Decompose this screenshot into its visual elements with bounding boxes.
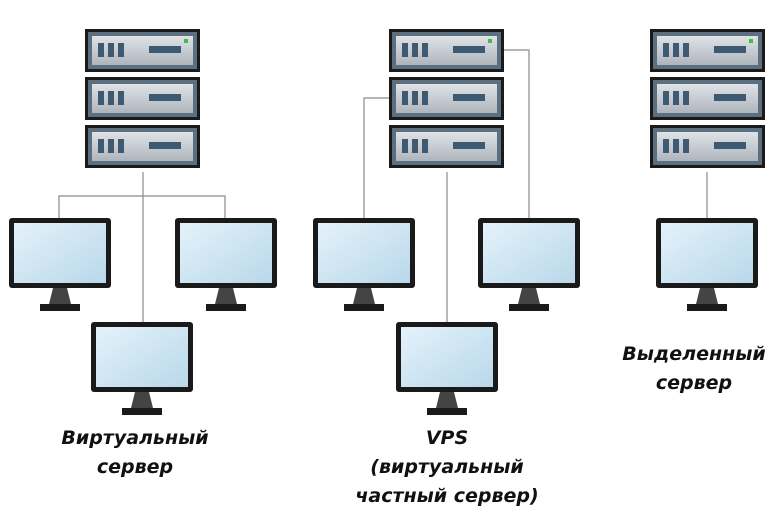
- rack-unit: [85, 77, 200, 120]
- group-dedicated-server: [650, 29, 765, 311]
- monitor-icon: [656, 218, 758, 311]
- caption-vps: VPS (виртуальный частный сервер): [327, 424, 567, 511]
- rack-unit: [85, 29, 200, 72]
- server-rack: [85, 29, 200, 168]
- monitor-icon: [396, 322, 498, 415]
- monitor-icon: [313, 218, 415, 311]
- group-vps: [313, 29, 580, 415]
- rack-unit: [85, 125, 200, 168]
- server-rack: [650, 29, 765, 168]
- rack-unit: [650, 125, 765, 168]
- caption-dedicated-server: Выделенный сервер: [608, 340, 780, 398]
- status-led-icon: [488, 39, 492, 43]
- caption-line: сервер: [96, 456, 174, 478]
- caption-line: сервер: [655, 372, 733, 394]
- rack-unit: [650, 29, 765, 72]
- caption-virtual-server: Виртуальный сервер: [40, 424, 230, 482]
- rack-unit: [650, 77, 765, 120]
- server-rack: [389, 29, 504, 168]
- caption-line: VPS: [425, 427, 469, 449]
- group-virtual-server: [9, 29, 277, 415]
- caption-line: Выделенный: [622, 343, 766, 365]
- monitor-icon: [91, 322, 193, 415]
- status-led-icon: [184, 39, 188, 43]
- connection-lines: [58, 172, 226, 324]
- monitor-icon: [9, 218, 111, 311]
- rack-unit: [389, 77, 504, 120]
- monitor-icon: [175, 218, 277, 311]
- rack-unit: [389, 125, 504, 168]
- caption-line: частный сервер): [355, 485, 539, 507]
- caption-line: (виртуальный: [370, 456, 524, 478]
- status-led-icon: [749, 39, 753, 43]
- monitor-icon: [478, 218, 580, 311]
- rack-unit: [389, 29, 504, 72]
- connection-lines: [363, 49, 530, 324]
- caption-line: Виртуальный: [61, 427, 209, 449]
